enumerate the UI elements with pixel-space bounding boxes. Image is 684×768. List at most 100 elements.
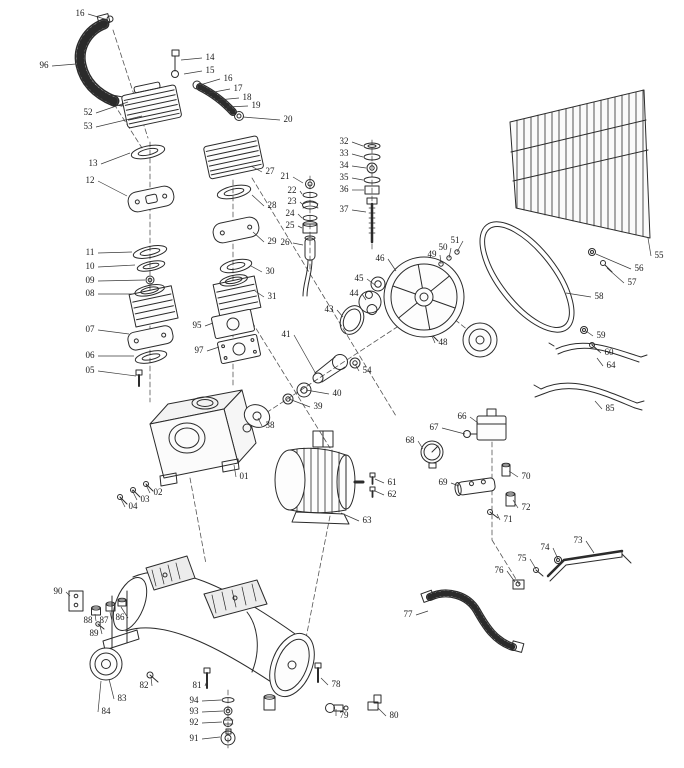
part-callout-13-4: 13	[89, 152, 131, 168]
callout-leader-line	[97, 279, 146, 282]
drive-belt	[479, 221, 575, 333]
callout-label: 50	[439, 242, 449, 252]
callout-label: 18	[243, 92, 253, 102]
callout-leader-line	[201, 721, 223, 724]
part-callout-50-48: 50	[439, 242, 452, 259]
callout-label: 05	[86, 365, 96, 375]
callout-leader-line	[606, 267, 625, 284]
part-callout-94-91: 94	[190, 695, 222, 705]
callout-leader-line	[65, 591, 71, 597]
callout-leader-line	[288, 398, 311, 408]
callout-leader-line	[217, 97, 240, 101]
callout-leader-line	[529, 558, 537, 570]
callout-label: 55	[655, 250, 665, 260]
part-callout-56-53: 56	[595, 253, 644, 273]
part-callout-86-82: 86	[116, 606, 129, 622]
callout-label: 39	[314, 401, 324, 411]
callout-leader-line	[208, 88, 231, 94]
part-callout-46-39: 46	[376, 253, 397, 272]
wiring-harness	[533, 342, 648, 411]
pressure-switch-assembly	[420, 408, 516, 519]
part-callout-61-67: 61	[374, 477, 397, 487]
callout-label: 08	[86, 288, 96, 298]
callout-leader-line	[204, 322, 214, 327]
callout-label: 19	[252, 100, 262, 110]
callout-label: 63	[363, 515, 373, 525]
callout-label: 76	[495, 565, 505, 575]
callout-label: 57	[628, 277, 638, 287]
front-head-gaskets	[127, 144, 175, 213]
callout-leader-line	[441, 427, 466, 435]
callout-leader-line	[552, 547, 559, 560]
part-callout-51-49: 51	[451, 235, 464, 253]
callout-label: 84	[102, 706, 112, 716]
callout-label: 89	[90, 628, 100, 638]
callout-label: 61	[388, 477, 397, 487]
callout-label: 06	[86, 350, 96, 360]
callout-leader-line	[95, 115, 143, 128]
part-callout-07-34: 07	[86, 324, 130, 335]
callout-label: 93	[190, 706, 200, 716]
fastener-stack	[363, 142, 381, 244]
callout-leader-line	[108, 678, 115, 700]
drain-hose	[420, 589, 525, 653]
callout-label: 79	[340, 710, 350, 720]
cylinder-head-front	[121, 81, 182, 129]
callout-label: 97	[195, 345, 205, 355]
callout-leader-line	[201, 699, 222, 702]
callout-label: 37	[340, 204, 350, 214]
callout-leader-line	[374, 478, 385, 484]
callout-leader-line	[201, 736, 221, 740]
part-callout-72-65: 72	[512, 499, 531, 512]
crankcase	[117, 389, 257, 505]
cylinder-head-rear	[203, 135, 264, 180]
callout-label: 23	[288, 196, 298, 206]
callout-leader-line	[180, 57, 203, 61]
callout-leader-line	[97, 180, 128, 197]
callout-label: 29	[268, 236, 278, 246]
part-callout-36-28: 36	[340, 184, 364, 194]
callout-label: 53	[84, 121, 94, 131]
part-callout-97-38: 97	[195, 345, 220, 355]
callout-leader-line	[585, 330, 594, 337]
part-callout-25-19: 25	[286, 220, 303, 230]
base-plates	[211, 308, 261, 365]
callout-leader-line	[299, 201, 303, 205]
callout-label: 64	[607, 360, 617, 370]
part-callout-32-24: 32	[340, 136, 364, 147]
callout-leader-line	[351, 165, 367, 169]
callout-label: 10	[86, 261, 96, 271]
callout-leader-line	[292, 242, 304, 246]
callout-label: 02	[154, 487, 163, 497]
part-callout-55-52: 55	[647, 237, 665, 260]
piston-crank-assembly	[243, 276, 439, 428]
callout-label: 91	[190, 733, 199, 743]
part-callout-29-20: 29	[252, 231, 278, 246]
part-callout-83-89: 83	[108, 678, 127, 703]
part-callout-96-1: 96	[40, 60, 77, 70]
part-callout-82-88: 82	[140, 676, 153, 690]
callout-label: 01	[240, 471, 249, 481]
part-callout-30-22: 30	[250, 265, 275, 276]
callout-label: 12	[86, 175, 95, 185]
callout-leader-line	[97, 264, 136, 268]
head-bolt	[171, 49, 180, 78]
part-callout-87-81: 87	[100, 611, 113, 625]
callout-leader-line	[87, 13, 109, 21]
part-callout-49-47: 49	[428, 249, 442, 265]
callout-label: 14	[206, 52, 216, 62]
callout-leader-line	[354, 363, 360, 372]
callout-leader-line	[251, 194, 265, 207]
part-callout-06-35: 06	[86, 350, 134, 360]
part-callout-58-55: 58	[565, 291, 604, 301]
electric-motor	[274, 430, 376, 525]
callout-label: 70	[522, 471, 532, 481]
callout-label: 62	[388, 489, 397, 499]
callout-label: 24	[286, 208, 296, 218]
callout-label: 78	[332, 679, 342, 689]
callout-leader-line	[297, 225, 303, 229]
callout-label: 13	[89, 158, 99, 168]
callout-leader-line	[99, 625, 103, 635]
part-callout-91-94: 91	[190, 733, 221, 743]
